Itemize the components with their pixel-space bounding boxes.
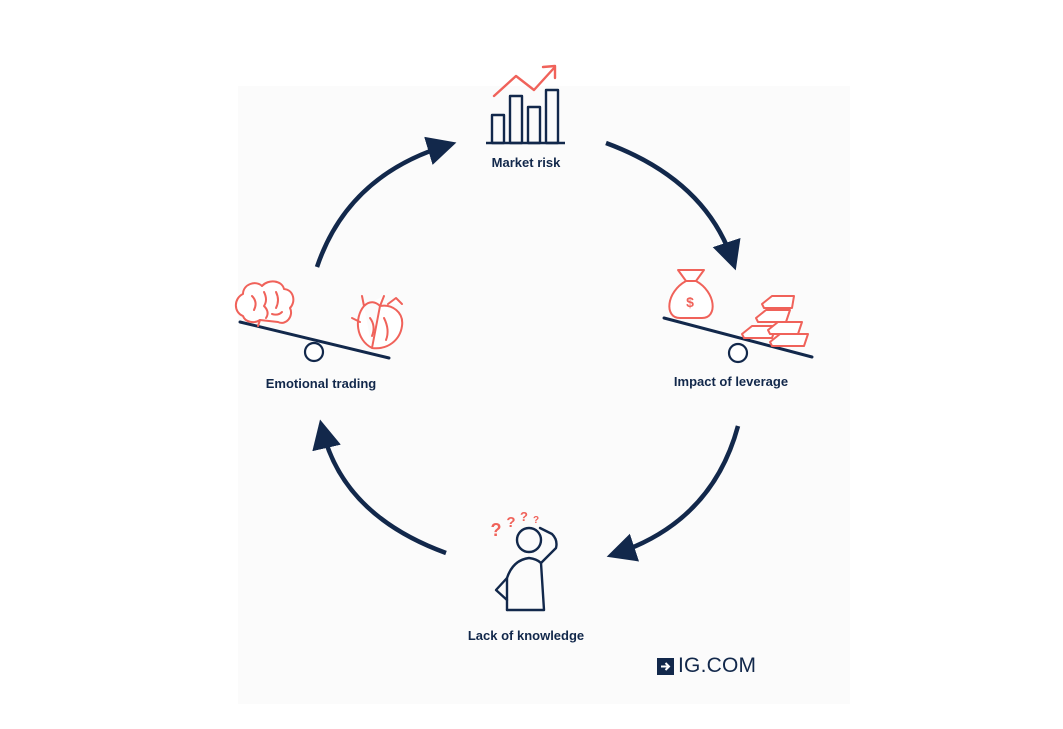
arrow-knowledge-to-emotional xyxy=(312,419,447,556)
brain-vs-heart-seesaw-icon xyxy=(234,280,404,363)
ig-logo: IG.COM xyxy=(657,655,756,677)
arrow-emotional-to-market xyxy=(314,136,457,268)
svg-text:$: $ xyxy=(686,294,694,310)
node-label-emotional-trading: Emotional trading xyxy=(265,376,377,391)
rising-bar-chart-icon xyxy=(486,64,565,145)
arrow-right-icon xyxy=(657,657,674,675)
arrow-market-to-leverage xyxy=(605,140,741,271)
svg-text:?: ? xyxy=(520,509,528,524)
node-label-lack-of-knowledge: Lack of knowledge xyxy=(467,628,585,643)
node-label-impact-of-leverage: Impact of leverage xyxy=(673,374,789,389)
node-label-market-risk: Market risk xyxy=(491,155,561,170)
svg-text:?: ? xyxy=(533,515,539,526)
money-bag-vs-gold-bars-seesaw-icon: $ xyxy=(662,269,814,364)
svg-text:?: ? xyxy=(506,514,515,531)
confused-person-icon: ? ? ? ? xyxy=(491,509,558,612)
svg-text:?: ? xyxy=(491,520,502,540)
arrow-leverage-to-knowledge xyxy=(606,425,741,562)
logo-text: IG.COM xyxy=(678,654,757,677)
